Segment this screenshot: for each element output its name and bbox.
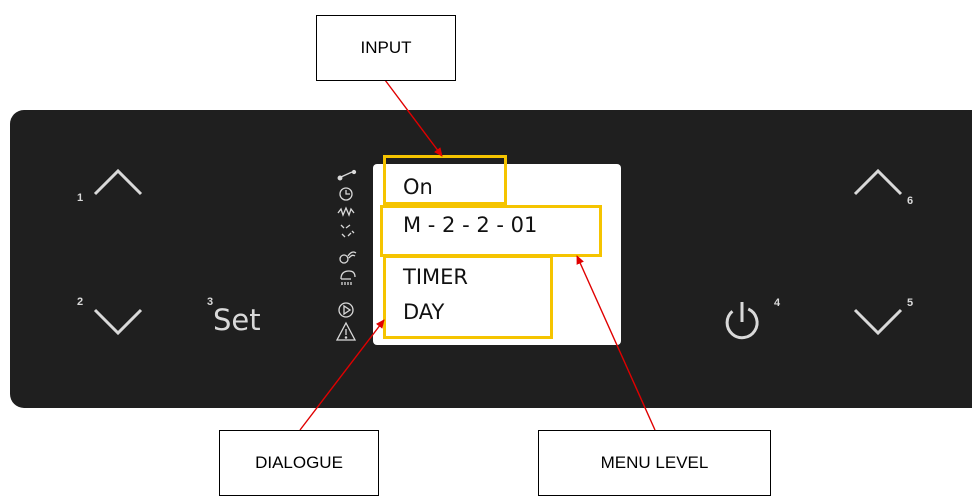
menu-level-arrow: [576, 255, 656, 431]
button-5-number: 5: [907, 297, 914, 309]
menu-level-callout: MENU LEVEL: [538, 430, 771, 496]
button-2-number: 2: [77, 296, 84, 308]
menu-level-value: M - 2 - 2 - 01: [403, 213, 538, 237]
input-highlight: [383, 155, 507, 205]
input-arrow: [384, 79, 443, 157]
dialogue-line-2: DAY: [403, 300, 445, 324]
sensor-icon: [339, 251, 357, 264]
up-left-button[interactable]: [93, 168, 143, 196]
input-callout: INPUT: [316, 15, 456, 81]
power-icon: [725, 307, 759, 340]
down-right-button[interactable]: [853, 308, 903, 336]
input-value: On: [403, 175, 433, 199]
power-button[interactable]: [725, 302, 759, 340]
warning-icon: [335, 321, 357, 341]
down-left-button[interactable]: [93, 308, 143, 336]
clock-icon: [339, 187, 353, 201]
heat-wave-icon: [337, 206, 355, 217]
shower-icon: [340, 270, 356, 285]
dialogue-highlight: [383, 255, 553, 339]
button-4-number: 4: [774, 297, 781, 309]
set-button[interactable]: Set: [213, 303, 261, 337]
button-3-number: 3: [207, 296, 214, 308]
dialogue-line-1: TIMER: [403, 265, 468, 289]
button-1-number: 1: [77, 192, 84, 204]
switch-icon: [337, 169, 357, 181]
button-6-number: 6: [907, 195, 914, 207]
dialogue-callout: DIALOGUE: [219, 430, 379, 496]
dialogue-arrow: [299, 319, 385, 431]
up-right-button[interactable]: [853, 168, 903, 196]
dry-icon: [340, 224, 355, 238]
play-icon: [338, 302, 354, 318]
